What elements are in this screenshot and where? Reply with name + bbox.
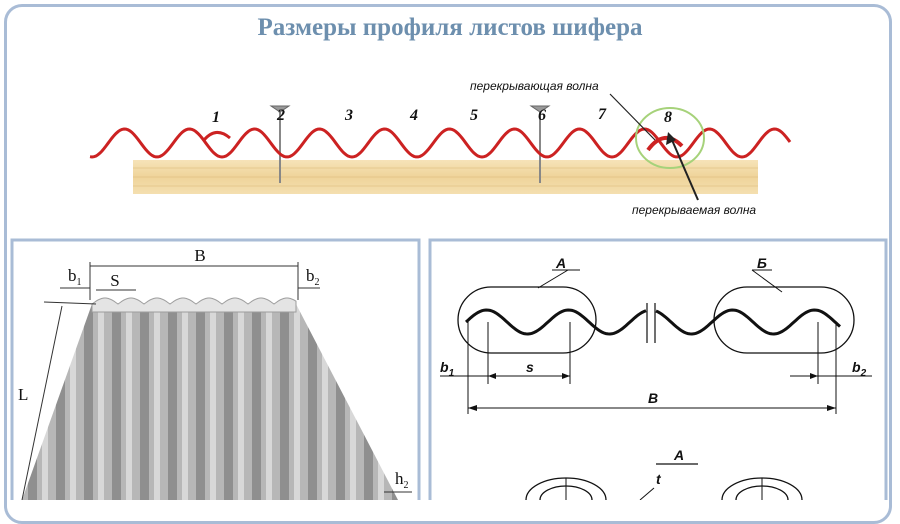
break-mark-icon	[646, 303, 656, 343]
overlap-wave-segment	[646, 136, 684, 152]
slate-wave-profile	[89, 127, 792, 159]
wave-number-3: 3	[344, 107, 353, 124]
first-wave-mark	[202, 131, 231, 142]
dim-label-S: S	[110, 271, 119, 290]
page-title: Размеры профиля листов шифера	[257, 14, 643, 41]
nail-icon	[529, 105, 551, 183]
wave-number-1: 1	[212, 109, 220, 126]
top-slate-diagram: 1 2 3 4 5 6 7 8 перекрывающая волна пере…	[89, 79, 792, 217]
dim-label-B-drawing: В	[648, 390, 658, 406]
dim-label-b1: b1	[68, 266, 82, 288]
dim-label-b2: b2	[306, 266, 320, 288]
thickness-label-t: t	[656, 471, 662, 487]
dim-label-h2: h2	[395, 469, 409, 491]
overlapped-leader	[671, 139, 699, 201]
dim-label-B: B	[194, 246, 205, 265]
dim-label-b1-drawing: b1	[440, 359, 455, 379]
zone-label-B: Б	[757, 255, 767, 271]
wave-number-6: 6	[538, 107, 546, 124]
dim-label-L: L	[18, 385, 28, 404]
nail-icon	[269, 105, 291, 183]
wave-number-4: 4	[409, 107, 418, 124]
dim-label-s: s	[526, 359, 534, 375]
zone-label-A: А	[555, 255, 566, 271]
profile-wave-line	[464, 308, 842, 336]
wave-number-7: 7	[598, 106, 607, 123]
wave-number-5: 5	[470, 107, 478, 124]
diagram-canvas: 1 2 3 4 5 6 7 8 перекрывающая волна пере…	[10, 79, 888, 500]
slate-sheet-shape	[22, 304, 398, 500]
overlapping-leader	[609, 93, 656, 141]
overlap-highlight-circle	[635, 107, 705, 169]
slate-sheet-top-edge	[91, 297, 297, 313]
overlapping-wave-caption: перекрывающая волна	[470, 79, 599, 93]
wave-number-8: 8	[664, 109, 672, 126]
overlapped-wave-caption: перекрываемая волна	[632, 203, 756, 217]
zone-A-outline	[457, 286, 597, 354]
sheet-dimensions-panel: B S b1 b2 L h2	[10, 238, 421, 500]
technical-drawing-panel: А Б s b1 b2 В А t	[428, 238, 888, 500]
dim-label-b2-drawing: b2	[852, 359, 867, 379]
wave-number-2: 2	[276, 107, 285, 124]
detail-label-A: А	[673, 447, 684, 463]
